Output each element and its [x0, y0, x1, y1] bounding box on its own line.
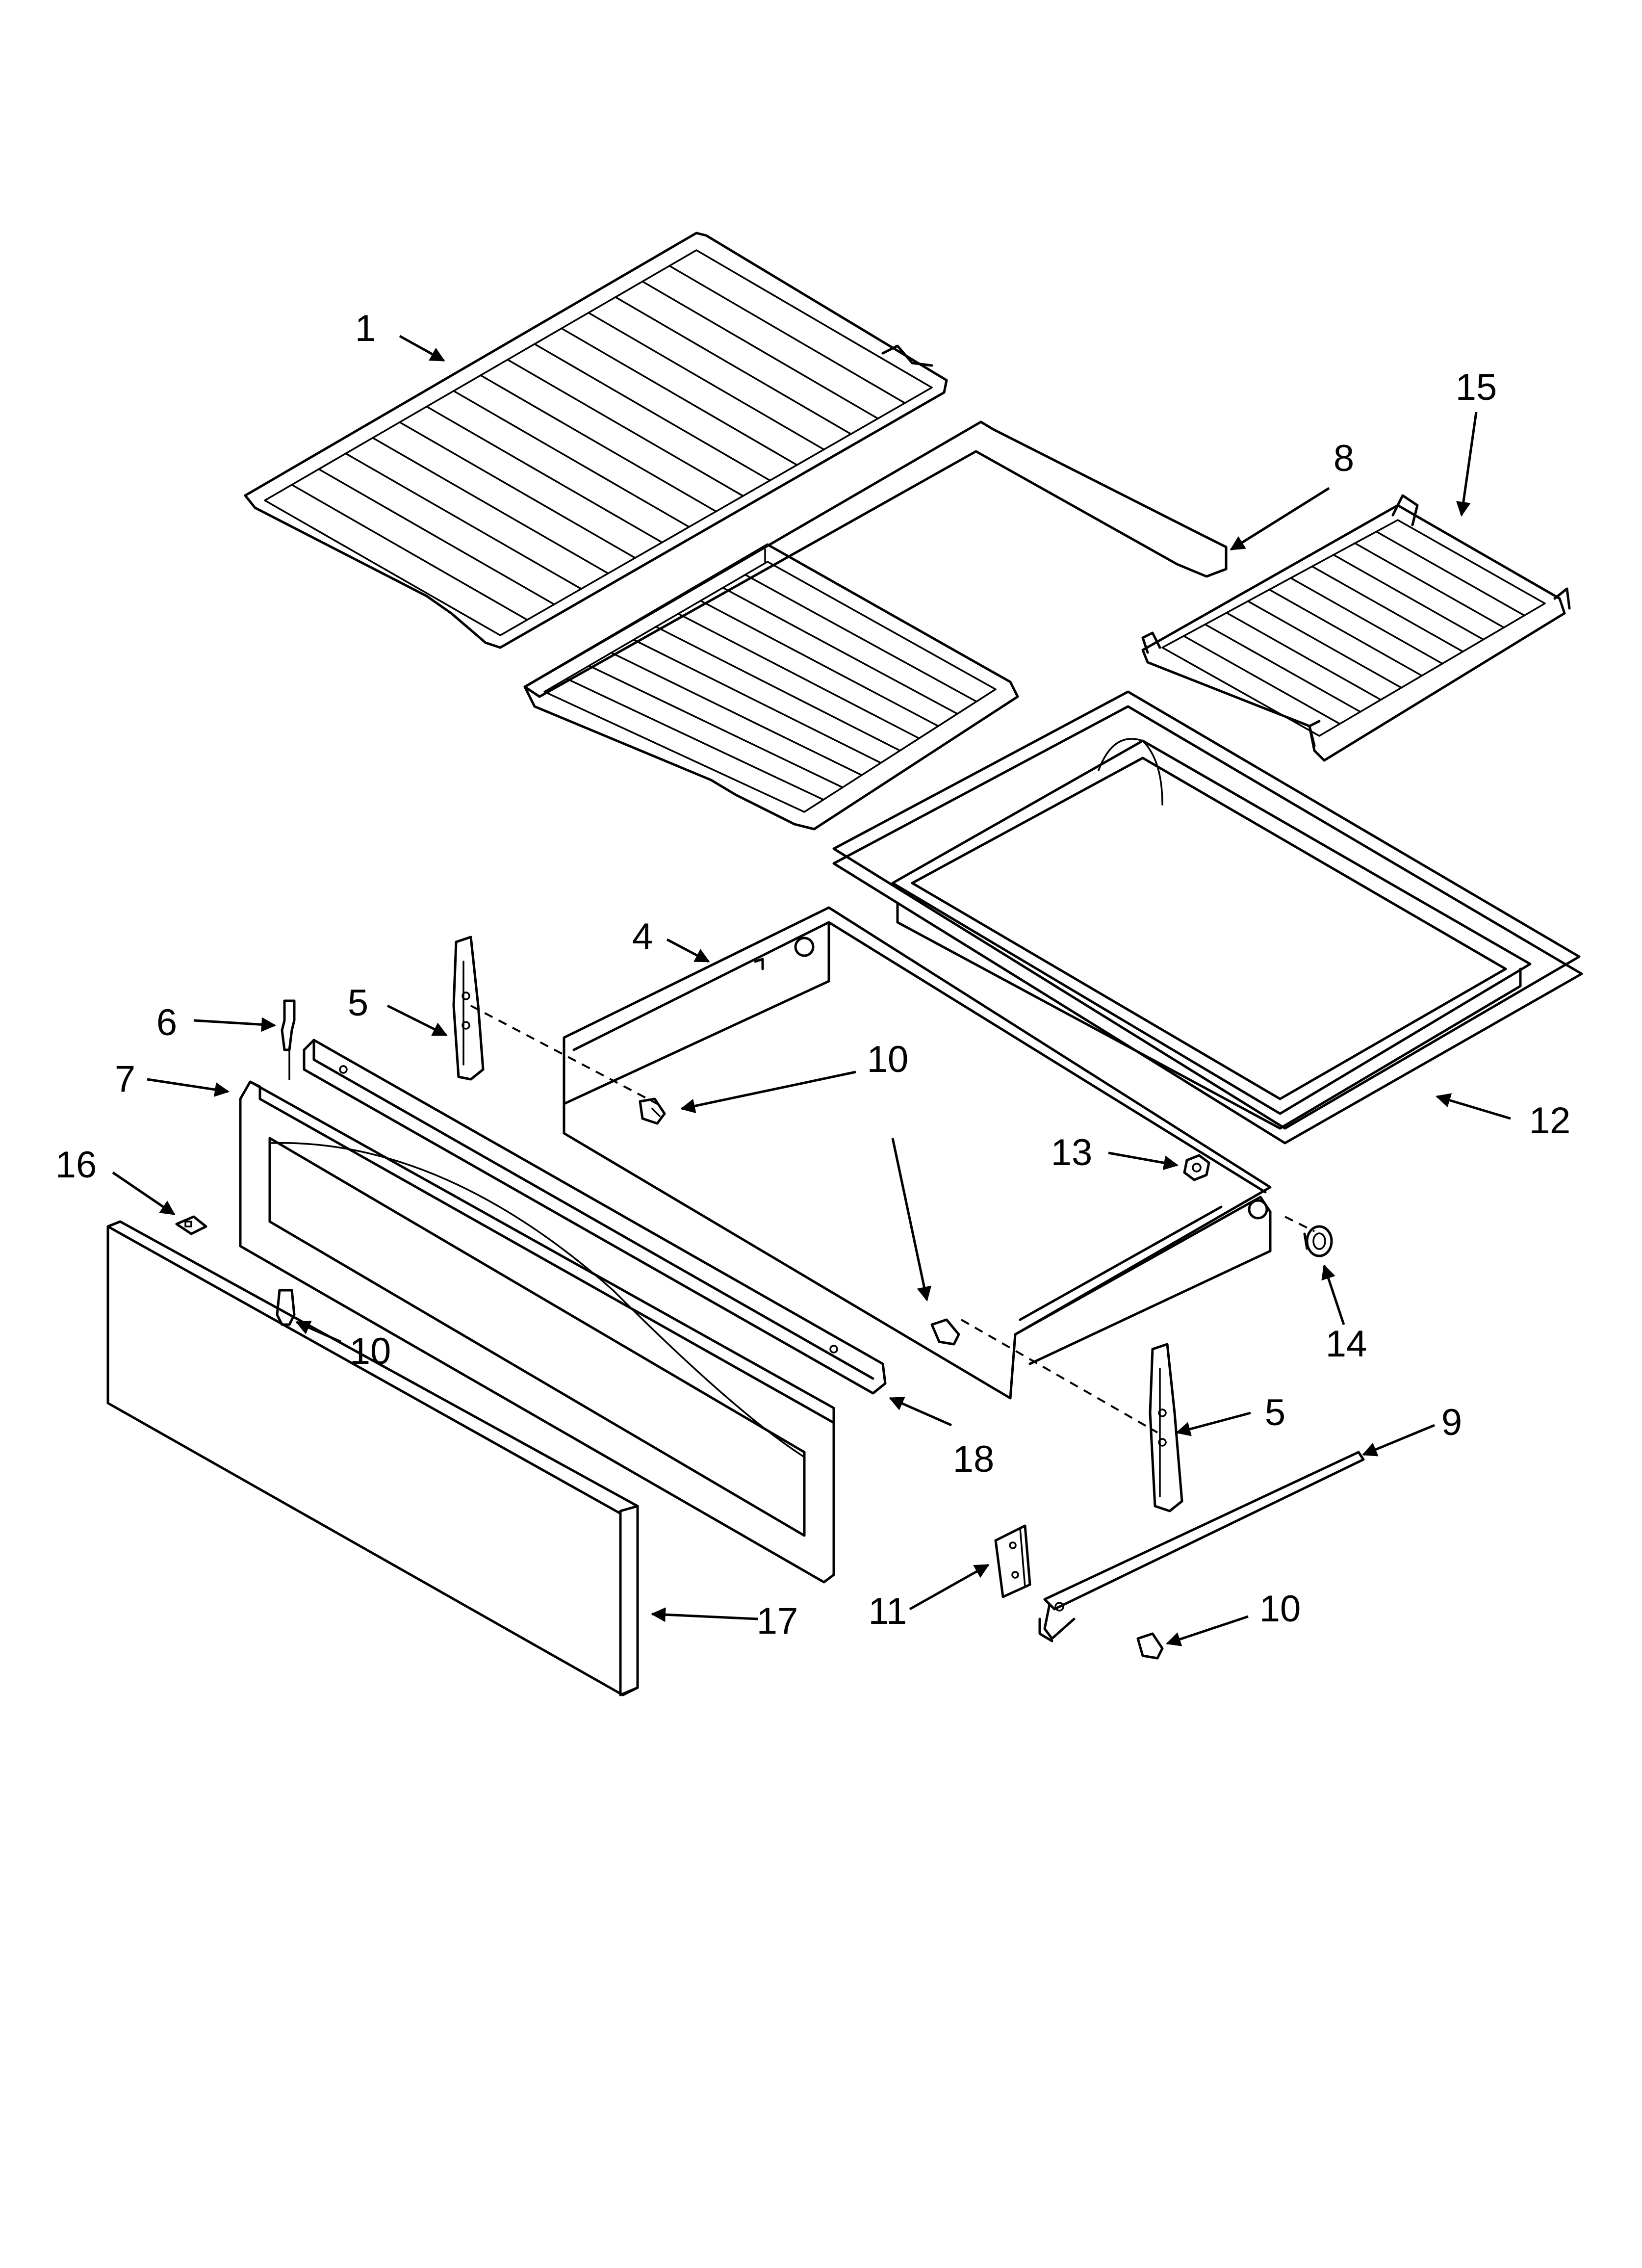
rack-wire	[633, 639, 882, 764]
callout-9: 9	[1441, 1402, 1462, 1443]
drawer-roller	[1303, 1225, 1333, 1257]
nut	[1183, 1154, 1210, 1181]
callout-8: 8	[1334, 438, 1354, 479]
rack-wire	[744, 574, 977, 703]
rack-wire	[588, 665, 844, 788]
rack-wire	[1226, 612, 1382, 701]
assembly-line	[961, 1319, 1158, 1434]
rack-wire	[1290, 577, 1443, 665]
callout-11: 11	[869, 1590, 907, 1632]
callout-5-upper: 5	[348, 982, 368, 1024]
callout-16: 16	[55, 1144, 97, 1186]
rack-wire	[480, 374, 717, 513]
drawer-stud	[281, 999, 296, 1080]
assembly-line	[470, 1005, 658, 1105]
drawer-outer-panel	[106, 1220, 639, 1696]
screw-10b	[276, 1289, 296, 1326]
callout-5-lower: 5	[1265, 1392, 1285, 1434]
rack-wire	[615, 296, 852, 435]
callout-17: 17	[757, 1600, 798, 1642]
broil-pan-bracket	[523, 420, 1228, 698]
rack-bars	[291, 265, 906, 621]
rack-wire	[1204, 623, 1361, 713]
callout-10-upper: 10	[867, 1039, 909, 1080]
rack-wire	[1375, 530, 1525, 617]
callout-6: 6	[156, 1002, 177, 1043]
rack-wire	[1247, 600, 1403, 689]
rack-wire	[1182, 635, 1341, 725]
rack-bars	[565, 574, 977, 801]
rack-wire	[291, 484, 528, 621]
rack-wire	[1354, 542, 1505, 628]
rack-wire	[677, 613, 920, 739]
rack-wire	[610, 652, 863, 776]
rack-bars	[1182, 530, 1525, 725]
rack-wire	[507, 359, 744, 497]
callout-10-mid: 10	[350, 1330, 391, 1372]
callout-18: 18	[953, 1438, 995, 1480]
broil-rack-small	[1141, 494, 1571, 762]
drawer-rail	[1038, 1451, 1365, 1642]
callout-15: 15	[1456, 366, 1497, 408]
rack-wire	[699, 600, 939, 727]
callout-10-lower: 10	[1259, 1588, 1301, 1630]
rack-wire	[641, 281, 879, 419]
rack-wire	[372, 437, 609, 574]
broil-pan	[832, 690, 1583, 1145]
callout-13: 13	[1051, 1132, 1093, 1173]
drawer-glide-right	[1149, 1343, 1183, 1512]
callout-7: 7	[115, 1058, 135, 1100]
callout-4: 4	[632, 916, 653, 958]
rack-wire	[399, 421, 636, 559]
callout-12: 12	[1529, 1100, 1571, 1142]
rack-wire	[318, 468, 555, 605]
rack-wire	[565, 678, 824, 801]
drawer-front-panel	[239, 1080, 835, 1584]
oven-rack-half	[523, 543, 1019, 831]
rack-wire	[426, 406, 663, 544]
rack-wire	[561, 327, 798, 466]
assembly-line	[1284, 1216, 1315, 1232]
drawer-glide-left	[452, 936, 485, 1081]
rack-wire	[453, 390, 690, 528]
rack-wire	[1268, 589, 1423, 677]
oven-rack-large	[244, 232, 948, 649]
leader-lines	[112, 335, 1511, 1646]
rack-wire	[534, 343, 771, 482]
rack-wire	[655, 626, 901, 752]
drawer-trim	[303, 1039, 887, 1395]
callout-14: 14	[1326, 1323, 1367, 1365]
rack-wire	[722, 587, 958, 715]
bracket	[994, 1524, 1031, 1598]
drawer-body	[563, 906, 1272, 1400]
rack-wire	[588, 312, 825, 450]
screw-10a	[639, 1097, 666, 1125]
screw-10d	[1136, 1632, 1164, 1660]
rack-wire	[1311, 565, 1464, 652]
rack-wire	[668, 265, 906, 404]
clip	[175, 1215, 207, 1235]
callout-1: 1	[355, 308, 376, 349]
rack-wire	[1333, 554, 1485, 641]
callout-labels: 1 15 8 4 5 6 7 16 10 12 13 14 10 18 5 9 …	[55, 308, 1571, 1642]
screw-10c	[930, 1318, 960, 1346]
rack-wire	[345, 452, 582, 590]
